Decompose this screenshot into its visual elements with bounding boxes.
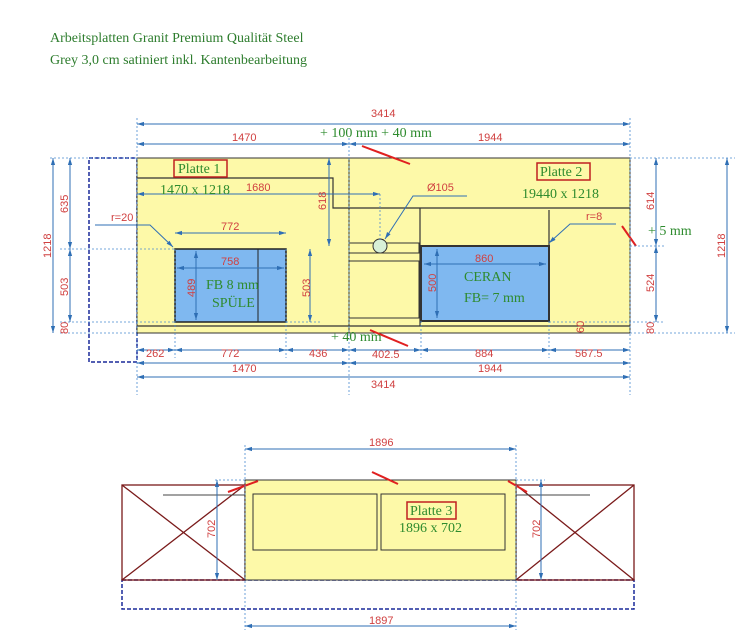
dimension-label: 503 [59,278,71,296]
dimension-label: 618 [317,192,329,210]
joint-mark-icon [621,225,637,247]
dimension-label: 60 [575,321,587,333]
hob-cutout [420,245,550,322]
dimension-label: 524 [645,274,657,292]
note-top: + 100 mm + 40 mm [320,126,432,141]
joint-mark-icon [507,480,528,493]
dimension-label: 884 [475,348,493,360]
dimension-label: 614 [645,192,657,210]
top-plan: Platte 1 1470 x 1218 Platte 2 19440 x 12… [42,108,735,395]
island-outline [121,579,635,610]
island-plan: Platte 3 1896 x 702 1896 1897 702 702 [121,437,635,630]
dimension-line [50,118,735,395]
dimension-lines [50,118,735,395]
dimension-line [384,195,467,240]
dimension-label: 500 [427,274,439,292]
dimension-label: 3414 [371,108,395,120]
dimension-line [515,484,635,581]
plate-2-label-frame [536,162,591,181]
dimension-line [95,224,174,248]
plate-2-size: 19440 x 1218 [522,187,599,202]
dimension-label: r=20 [111,212,133,224]
sink-type: SPÜLE [212,294,255,311]
island-dim-left: 702 [206,520,218,538]
title-line-2: Grey 3,0 cm satiniert inkl. Kantenbearbe… [50,53,307,68]
cabinet-outline [380,493,506,551]
cabinet-outline [348,260,420,319]
title-line-1: Arbeitsplatten Granit Premium Qualität S… [50,31,304,46]
wall-outline [88,157,138,363]
dimension-label: 1218 [716,234,728,258]
dimension-label: 567.5 [575,348,603,360]
plate-1-label: Platte 1 [178,162,220,177]
dimension-label: 1470 [232,363,256,375]
dimension-label: 80 [645,322,657,334]
dimension-label: 1680 [246,182,270,194]
joint-mark-icon [369,329,409,347]
plate-2-label: Platte 2 [540,165,582,180]
hob-label: CERAN [464,270,511,285]
dimension-label: 1944 [478,363,502,375]
joint-mark-icon [371,471,399,485]
dimension-label: 772 [221,348,239,360]
tap-hole-icon [372,238,388,254]
island-dim-bottom: 1897 [369,615,393,627]
dimension-labels: 3414 1470 1944 1680 618 Ø105 r=20 r=8 77… [42,108,728,391]
plate-1-label-frame [173,159,228,178]
dimension-label: 1470 [232,132,256,144]
dimension-line [121,484,246,581]
dimension-label: r=8 [586,211,602,223]
sink-label: FB 8 mm [206,278,259,293]
plate-3-label-frame [406,501,457,520]
note-bottom: + 40 mm [331,330,382,345]
dimension-label: 436 [309,348,327,360]
plate-1-size: 1470 x 1218 [160,183,230,198]
dimension-line [548,223,616,244]
dimension-label: 262 [146,348,164,360]
island-dim-top: 1896 [369,437,393,449]
hob-thickness: FB= 7 mm [464,291,525,306]
dimension-label: 402.5 [372,349,400,361]
dimension-label: 80 [59,322,71,334]
plate-3-size: 1896 x 702 [399,521,462,536]
dimension-label: 772 [221,221,239,233]
dimension-label: Ø105 [427,182,454,194]
joint-mark-icon [361,145,411,165]
plate-3-label: Platte 3 [410,504,452,519]
island-dim-right: 702 [531,520,543,538]
dimension-label: 3414 [371,379,395,391]
note-right: + 5 mm [648,224,692,239]
joint-mark-icon [227,480,259,493]
cabinet-outline [252,493,378,551]
dimension-label: 503 [301,279,313,297]
dimension-line [215,445,545,630]
dimension-label: 1944 [478,132,502,144]
dimension-label: 1218 [42,234,54,258]
dimension-label: 489 [186,279,198,297]
dimension-label: 860 [475,253,493,265]
dimension-label: 635 [59,195,71,213]
dimension-label: 758 [221,256,239,268]
